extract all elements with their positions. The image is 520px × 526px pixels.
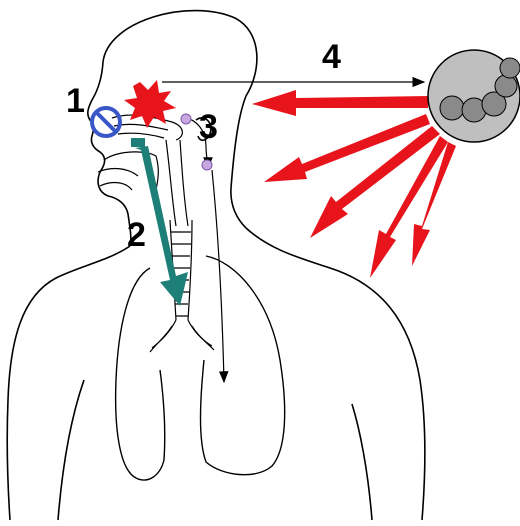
prohibition-sign-icon <box>92 108 120 136</box>
step-label-3: 3 <box>199 108 218 146</box>
emission-arrows <box>252 90 456 278</box>
step-label-4: 4 <box>322 38 341 76</box>
lungs <box>116 256 285 480</box>
step-label-2: 2 <box>127 216 146 254</box>
droplet-icon <box>181 114 191 124</box>
droplet-icon <box>202 160 212 170</box>
droplet-path <box>181 114 224 382</box>
particle-cluster-icon <box>428 50 520 142</box>
step-label-1: 1 <box>66 82 85 120</box>
upper-airway <box>98 115 188 226</box>
